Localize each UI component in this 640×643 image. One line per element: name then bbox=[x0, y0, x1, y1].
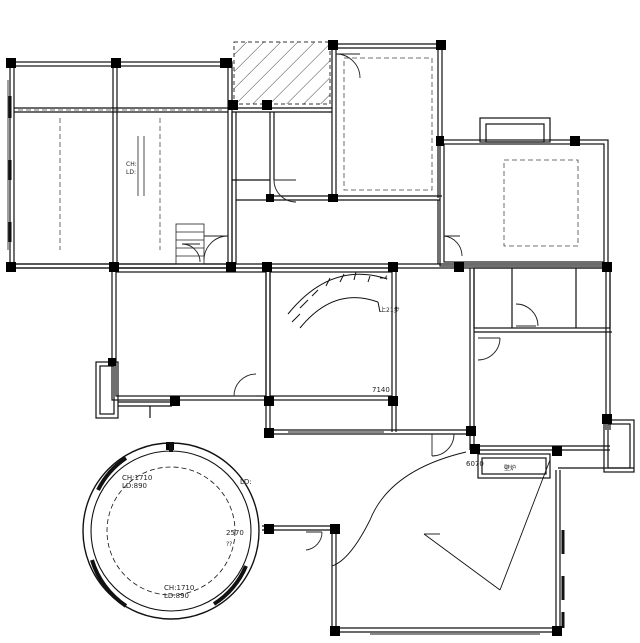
walls bbox=[7, 42, 635, 633]
fireplace-label: 壁炉 bbox=[504, 464, 516, 472]
dim-2570: 2570 bbox=[226, 529, 244, 537]
dim-6070: 6070 bbox=[466, 460, 484, 468]
ch-bottom: CH:1710 bbox=[164, 584, 194, 592]
ld-right: LD: bbox=[240, 478, 252, 486]
ch-top: CH:1710 bbox=[122, 474, 152, 482]
ld-top: LD:890 bbox=[122, 482, 147, 490]
hatched-void bbox=[233, 41, 331, 105]
dim-7140: 7140 bbox=[372, 386, 390, 394]
small-stair bbox=[137, 136, 205, 265]
sweep-lines bbox=[331, 451, 551, 591]
columns bbox=[6, 40, 612, 636]
note-qq: ?? bbox=[226, 541, 232, 548]
spiral-stair bbox=[287, 271, 386, 329]
ch-left: CH: bbox=[126, 161, 137, 168]
round-room bbox=[82, 442, 260, 620]
stair-ref: 4 bbox=[384, 275, 388, 282]
window-marks bbox=[8, 96, 565, 635]
dashed-lines bbox=[18, 57, 579, 250]
stair-up-label: 上21步 bbox=[380, 306, 400, 314]
ld-left: LD: bbox=[126, 169, 136, 176]
ld-bottom: LD:890 bbox=[164, 592, 189, 600]
